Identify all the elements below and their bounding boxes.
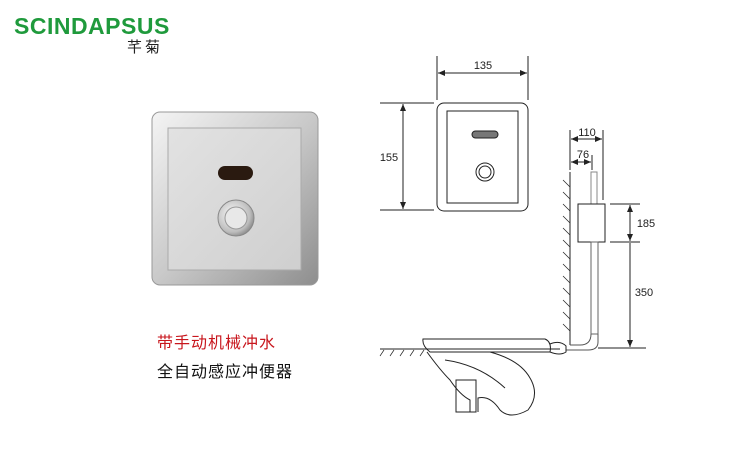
flush-valve-photo bbox=[151, 111, 319, 286]
dim-height: 155 bbox=[380, 152, 398, 164]
brand-logo: SCINDAPSUS bbox=[14, 13, 170, 39]
side-view-drawing bbox=[379, 130, 646, 416]
sensor-window bbox=[218, 166, 253, 180]
dim-width: 135 bbox=[474, 60, 492, 72]
dim-depth-outer: 110 bbox=[578, 127, 596, 139]
dim-box-height: 185 bbox=[637, 218, 655, 230]
feature-caption: 带手动机械冲水 bbox=[157, 333, 277, 352]
dim-install-height: 350 bbox=[635, 287, 653, 299]
dim-depth-inner: 76 bbox=[577, 149, 589, 161]
front-view-drawing bbox=[380, 56, 529, 212]
brand-logo-cn: 芊菊 bbox=[127, 38, 164, 56]
product-caption: 全自动感应冲便器 bbox=[157, 362, 294, 381]
